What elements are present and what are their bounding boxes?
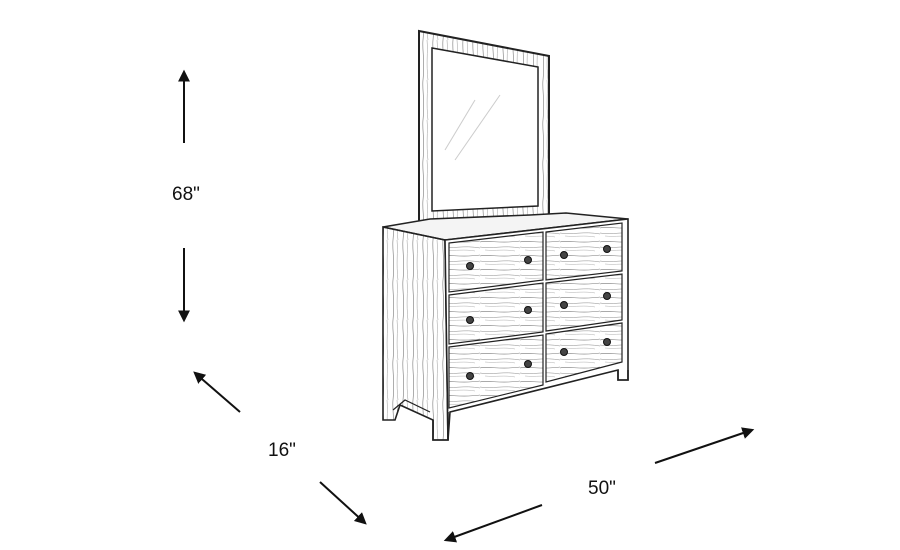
drawer-knob-icon [524,256,532,264]
dresser-leg [432,412,449,441]
drawer-knob-icon [603,245,611,253]
drawers-left [448,231,544,409]
mirror [418,29,550,225]
drawers-right [545,222,623,383]
drawer-knob-icon [603,338,611,346]
width-dimension-label: 50" [588,478,616,499]
drawer-right-1 [545,222,623,281]
drawer-left-1 [448,231,544,293]
drawer-knob-icon [560,251,568,259]
drawer-knobs [466,245,611,380]
drawer-left-3 [448,334,544,409]
drawer-knob-icon [524,306,532,314]
depth-dimension-label: 16" [268,440,296,461]
depth-arrow-down-right-icon [319,481,367,525]
drawer-knob-icon [560,301,568,309]
drawer-right-3 [545,322,623,383]
drawer-knob-icon [560,348,568,356]
height-dimension-label: 68" [172,184,200,205]
drawer-knob-icon [466,262,474,270]
drawer-right-2 [545,273,623,332]
drawer-left-2 [448,282,544,345]
width-arrow-down-left-icon [443,504,543,543]
drawer-knob-icon [466,316,474,324]
dresser-leg [617,370,629,381]
depth-arrow-up-left-icon [193,371,241,413]
drawer-knob-icon [603,292,611,300]
drawer-knob-icon [524,360,532,368]
width-arrow-up-right-icon [654,427,755,464]
drawer-knob-icon [466,372,474,380]
dresser-side [382,226,449,441]
